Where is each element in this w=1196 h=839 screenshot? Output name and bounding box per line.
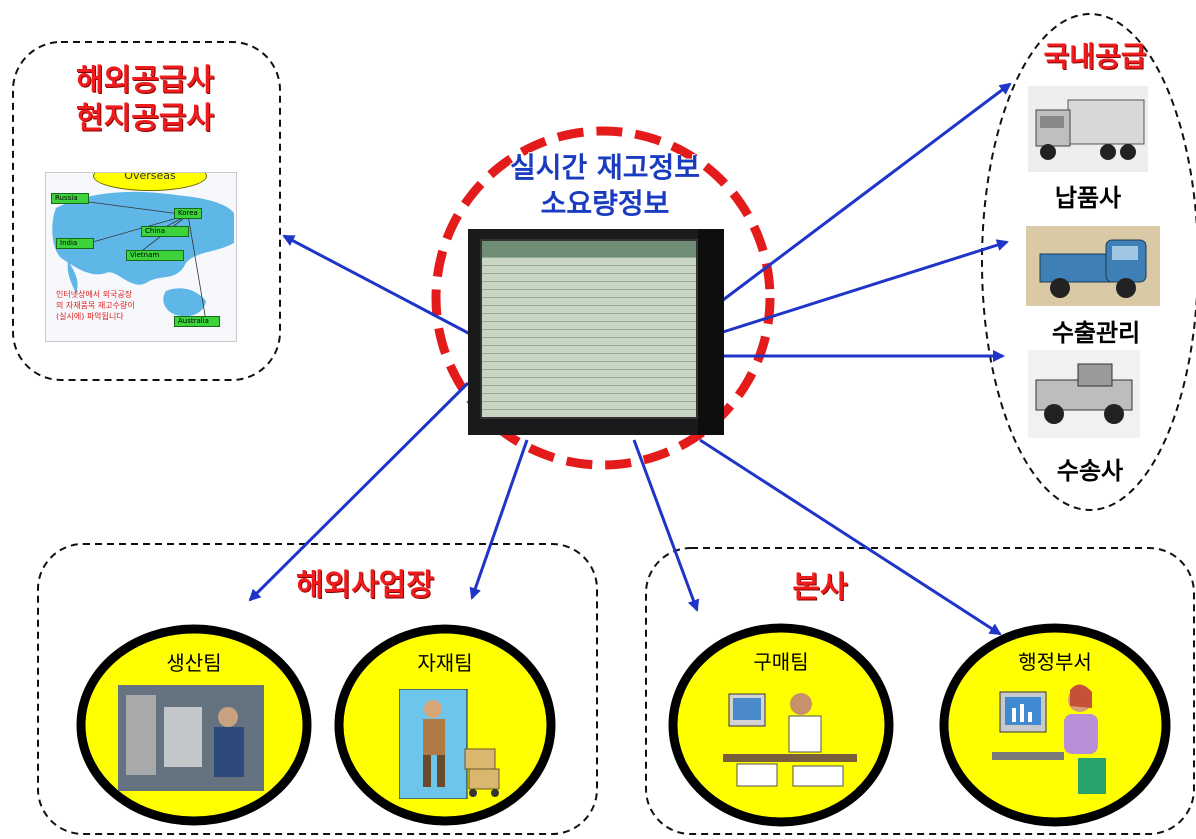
center-title-line1: 실시간 재고정보 bbox=[509, 151, 701, 184]
domestic-supply-region bbox=[981, 13, 1196, 511]
arrows bbox=[248, 82, 1012, 636]
supplier-delivery-label: 납품사 bbox=[1054, 184, 1122, 212]
map-note: 인터넷상에서 외국공장 의 자재품목 재고수량이 (실시에) 파악됩니다 bbox=[56, 289, 135, 322]
country-china: China bbox=[141, 226, 189, 237]
team-circle-admin bbox=[939, 623, 1171, 827]
arrow-to-production-team bbox=[248, 381, 470, 602]
materials-team: 자재팀 bbox=[339, 629, 551, 821]
map-note-line2: 의 자재품목 재고수량이 bbox=[56, 301, 135, 310]
materials-team-photo bbox=[399, 689, 507, 799]
overseas-supplier-title-line2: 현지공급사 bbox=[76, 101, 214, 136]
purchasing-team-label: 구매팀 bbox=[753, 650, 809, 674]
inventory-monitor-photo bbox=[468, 229, 724, 435]
transport-truck-photo bbox=[1028, 350, 1140, 438]
arrow-to-admin-dept bbox=[699, 438, 1002, 636]
admin-department-label: 행정부서 bbox=[1018, 650, 1092, 674]
production-team-label: 생산팀 bbox=[166, 651, 222, 675]
admin-department: 행정부서 bbox=[944, 628, 1166, 822]
map-note-line3: (실시에) 파악됩니다 bbox=[56, 312, 124, 321]
headquarters-title: 본사 bbox=[792, 570, 848, 605]
export-management-label: 수출관리 bbox=[1051, 319, 1141, 347]
arrow-to-overseas-supplier bbox=[282, 234, 473, 337]
transport-label: 수송사 bbox=[1056, 457, 1124, 485]
map-note-line1: 인터넷상에서 외국공장 bbox=[56, 290, 133, 299]
overseas-supplier-title-line1: 해외공급사 bbox=[76, 63, 214, 98]
production-team: 생산팀 bbox=[81, 629, 307, 821]
arrow-to-purchasing-team bbox=[632, 439, 700, 612]
country-vietnam: Vietnam bbox=[126, 250, 184, 261]
materials-team-label: 자재팀 bbox=[417, 651, 473, 675]
production-team-photo bbox=[118, 685, 264, 791]
export-truck-photo bbox=[1026, 226, 1160, 306]
purchasing-team-photo bbox=[723, 686, 857, 798]
overseas-supplier-region bbox=[12, 41, 281, 381]
arrow-to-export-management bbox=[722, 239, 1009, 334]
arrow-to-materials-team bbox=[469, 439, 529, 600]
center-title: 실시간 재고정보 소요량정보 bbox=[455, 150, 755, 222]
purchasing-team: 구매팀 bbox=[673, 628, 889, 822]
overseas-site-title: 해외사업장 bbox=[296, 568, 434, 603]
headquarters-region bbox=[645, 547, 1195, 835]
admin-department-photo bbox=[992, 678, 1118, 802]
overseas-site-region bbox=[37, 543, 598, 835]
country-australia: Australia bbox=[174, 316, 220, 327]
country-india: India bbox=[56, 238, 94, 249]
arrow-to-supplier-delivery bbox=[722, 82, 1012, 302]
center-title-line2: 소요량정보 bbox=[540, 187, 670, 220]
domestic-supply-title: 국내공급 bbox=[1043, 40, 1147, 73]
world-map-panel: Overseas Russia Korea China India Vietna… bbox=[45, 172, 237, 342]
overseas-supplier-title: 해외공급사 현지공급사 bbox=[40, 62, 250, 138]
country-korea: Korea bbox=[174, 208, 202, 219]
realtime-info-ring bbox=[431, 126, 775, 470]
country-russia: Russia bbox=[51, 193, 89, 204]
delivery-truck-photo bbox=[1028, 86, 1148, 172]
